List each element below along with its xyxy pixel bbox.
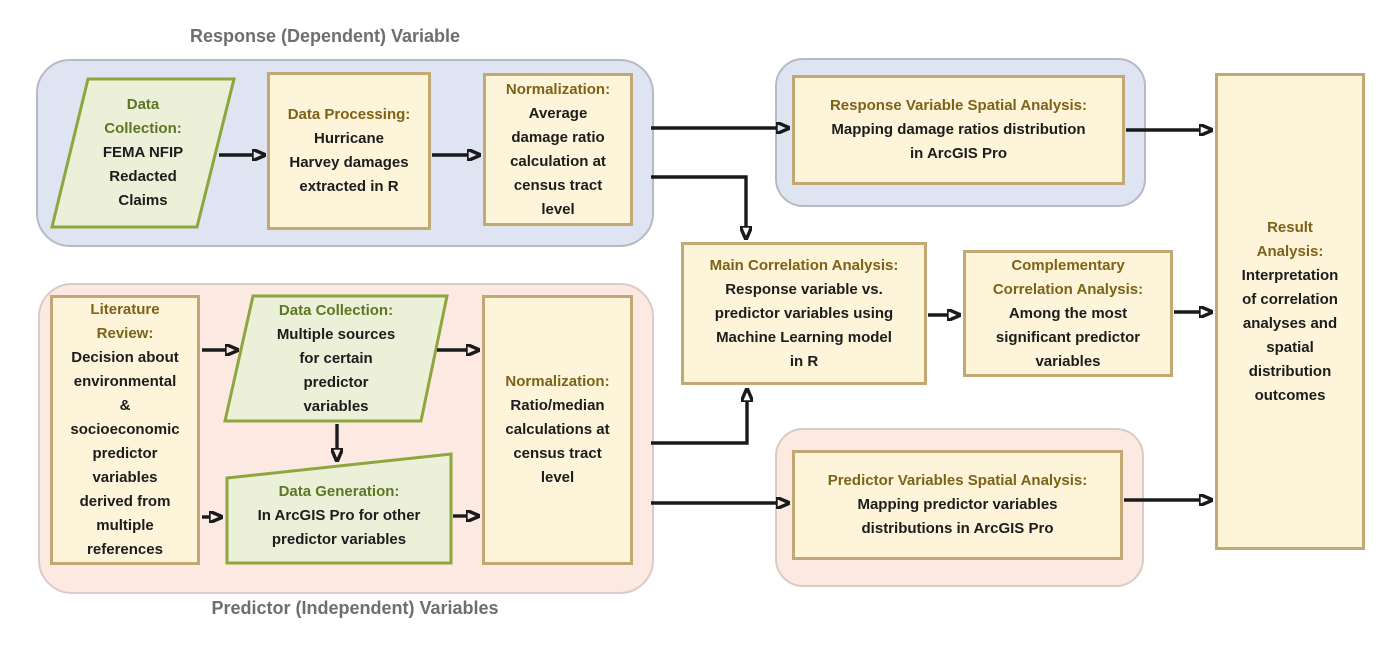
node-body: Mapping damage ratios distribution in Ar… <box>831 121 1086 162</box>
node-title: Data Collection: <box>278 301 394 319</box>
node-body: Response variable vs. predictor variable… <box>714 280 894 370</box>
node-body: Average damage ratio calculation at cens… <box>510 104 606 218</box>
node-title: Data Collection: <box>104 96 182 137</box>
node-body: Interpretation of correlation analyses a… <box>1241 266 1339 404</box>
node-title: Normalization: <box>505 80 611 98</box>
node-body: Ratio/median calculations at census trac… <box>505 397 610 486</box>
node-body: Mapping predictor variables distribution… <box>857 496 1058 537</box>
parallelogram-shape <box>223 294 449 423</box>
node-title: Complementary Correlation Analysis: <box>992 256 1144 298</box>
node-title: Response Variable Spatial Analysis: <box>829 97 1088 114</box>
node-title: Result Analysis: <box>1256 218 1324 260</box>
predictor-section-label: Predictor (Independent) Variables <box>211 598 499 618</box>
node-data-collection-predictor: Data Collection: Multiple sources for ce… <box>223 294 449 423</box>
card-shape <box>225 452 453 565</box>
node-data-collection-response: Data Collection: FEMA NFIP Redacted Clai… <box>50 77 236 229</box>
node-predictor-spatial-analysis: Predictor Variables Spatial Analysis: Ma… <box>792 450 1123 560</box>
response-section-label: Response (Dependent) Variable <box>189 26 461 46</box>
node-result-analysis: Result Analysis: Interpretation of corre… <box>1215 73 1365 550</box>
node-complementary-correlation-analysis: Complementary Correlation Analysis: Amon… <box>963 250 1173 377</box>
node-data-generation: Data Generation: In ArcGIS Pro for other… <box>225 452 453 565</box>
parallelogram-shape <box>50 77 236 229</box>
node-title: Main Correlation Analysis: <box>709 256 899 274</box>
node-body: Multiple sources for certain predictor v… <box>276 325 396 415</box>
node-response-spatial-analysis: Response Variable Spatial Analysis: Mapp… <box>792 75 1125 185</box>
node-normalization-response: Normalization: Average damage ratio calc… <box>483 73 633 226</box>
node-data-processing: Data Processing: Hurricane Harvey damage… <box>267 72 431 230</box>
node-title: Literature Review: <box>90 301 160 342</box>
node-body: Decision about environmental & socioecon… <box>70 349 180 558</box>
node-normalization-predictor: Normalization: Ratio/median calculations… <box>482 295 633 565</box>
node-body: Hurricane Harvey damages extracted in R <box>289 130 409 195</box>
node-body: Among the most significant predictor var… <box>995 304 1141 370</box>
node-title: Data Generation: <box>278 482 400 500</box>
arrow-normalization-to-main-correlation-up <box>651 401 747 445</box>
node-body: In ArcGIS Pro for other predictor variab… <box>257 506 421 548</box>
arrow-normalization-to-main-correlation <box>651 175 746 227</box>
node-body: FEMA NFIP Redacted Claims <box>102 144 184 209</box>
node-literature-review: Literature Review: Decision about enviro… <box>50 295 200 565</box>
node-title: Normalization: <box>505 373 610 390</box>
node-main-correlation-analysis: Main Correlation Analysis: Response vari… <box>681 242 927 385</box>
node-title: Predictor Variables Spatial Analysis: <box>827 472 1088 489</box>
node-title: Data Processing: <box>287 106 411 123</box>
